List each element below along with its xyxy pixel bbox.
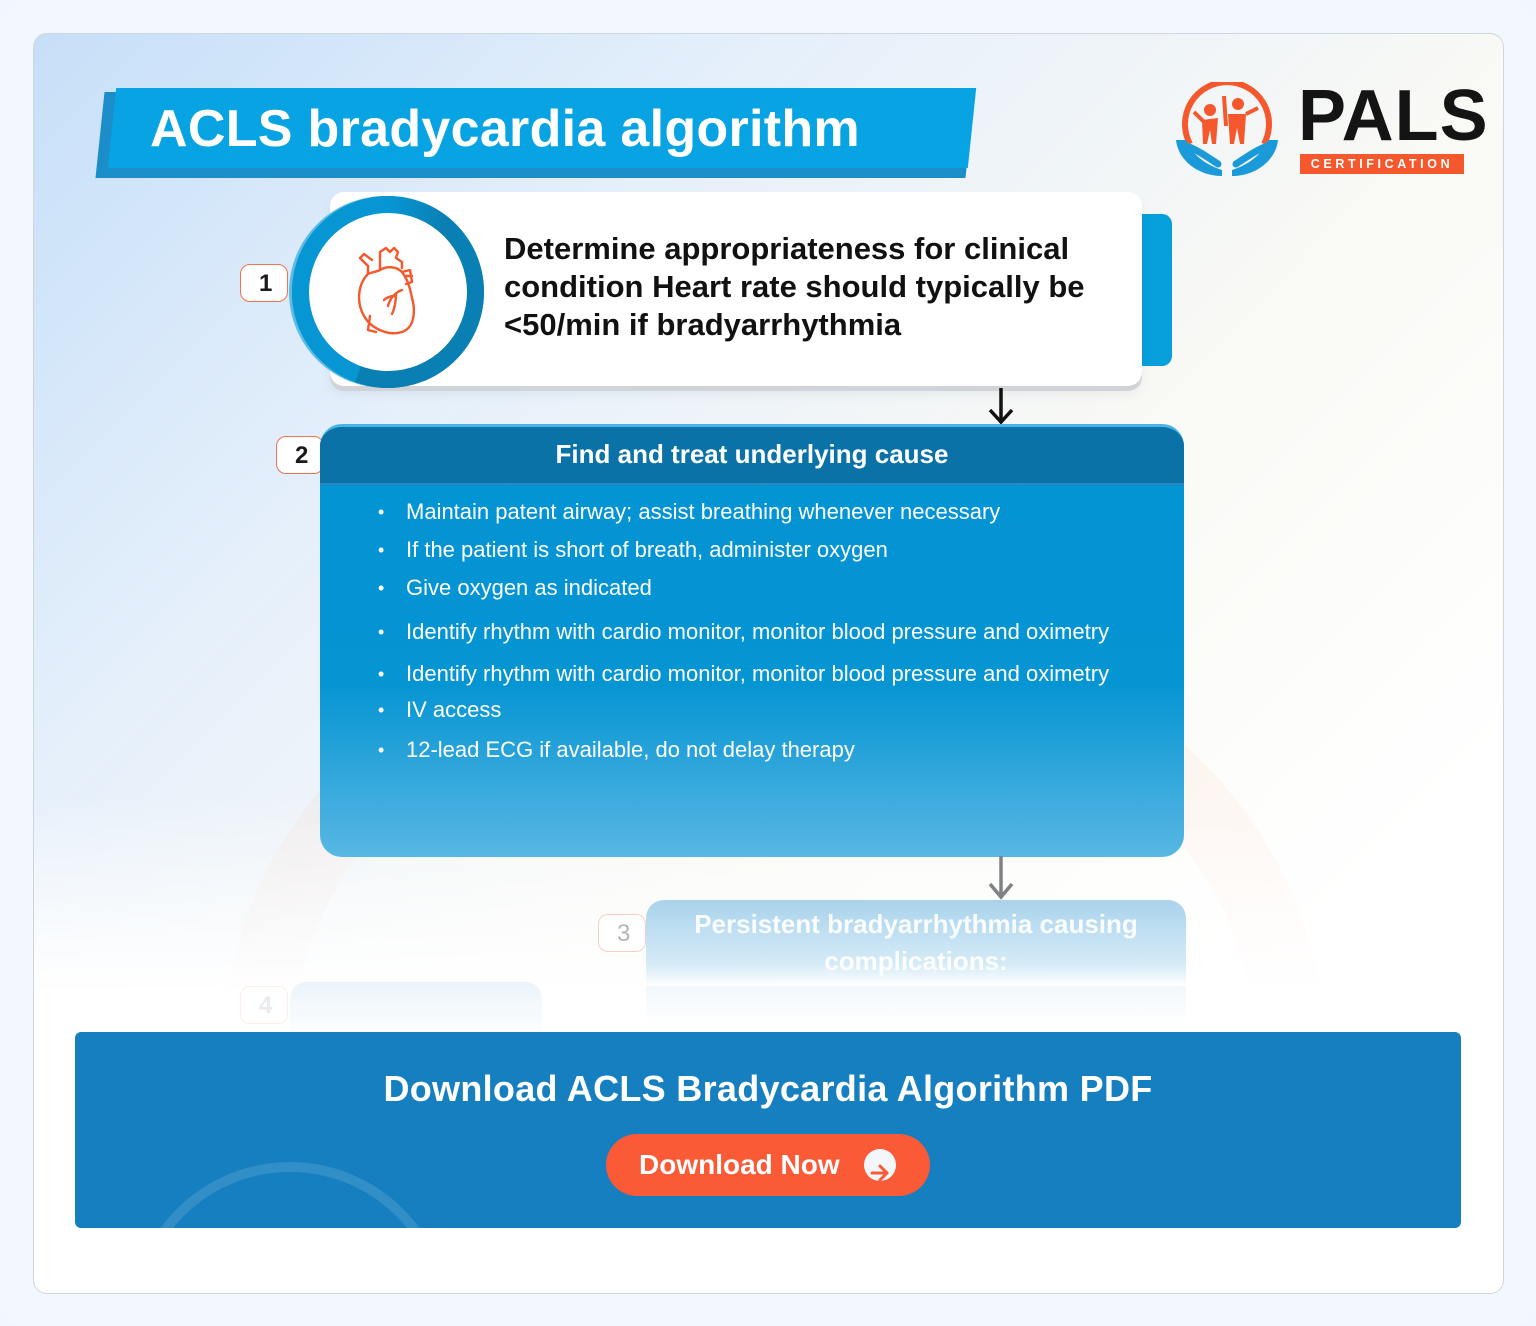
- step1-text: Determine appropriateness for clinical c…: [504, 231, 1085, 342]
- download-cta-panel: Download ACLS Bradycardia Algorithm PDF …: [75, 1032, 1461, 1228]
- step4-badge: 4: [240, 986, 288, 1024]
- pals-logo: PALS CERTIFICATION: [1172, 76, 1488, 182]
- page-title: ACLS bradycardia algorithm: [150, 100, 860, 158]
- step2-card: Find and treat underlying cause Maintain…: [320, 424, 1184, 857]
- step3-badge: 3: [598, 914, 646, 952]
- list-item: 12-lead ECG if available, do not delay t…: [378, 735, 1138, 765]
- arrow-down-icon: [988, 856, 1014, 900]
- list-item: Give oxygen as indicated: [378, 573, 1138, 603]
- list-item: IV access: [378, 695, 1138, 725]
- step1-badge: 1: [240, 264, 288, 302]
- hands-people-icon: [1176, 82, 1278, 176]
- list-item: Identify rhythm with cardio monitor, mon…: [378, 617, 1138, 647]
- logo-subtitle: CERTIFICATION: [1300, 154, 1464, 174]
- step2-badge: 2: [276, 436, 324, 474]
- list-item: Maintain patent airway; assist breathing…: [378, 497, 1138, 527]
- download-now-label: Download Now: [639, 1149, 840, 1180]
- step3-card: Persistent bradyarrhythmia causing compl…: [646, 900, 1186, 986]
- list-item: If the patient is short of breath, admin…: [378, 535, 1138, 565]
- step2-heading: Find and treat underlying cause: [320, 427, 1184, 485]
- list-item: Identify rhythm with cardio monitor, mon…: [378, 659, 1138, 689]
- cta-decoration: [130, 1162, 450, 1228]
- logo-wordmark: PALS: [1298, 76, 1489, 156]
- download-now-button[interactable]: Download Now: [606, 1134, 930, 1196]
- cta-title: Download ACLS Bradycardia Algorithm PDF: [383, 1068, 1153, 1109]
- step3-body: [646, 986, 1186, 1026]
- step2-bullet-list: Maintain patent airway; assist breathing…: [378, 497, 1138, 765]
- arrow-right-circle-icon: [864, 1149, 896, 1182]
- arrow-down-icon: [988, 388, 1014, 425]
- step1-side-tab: [1138, 214, 1172, 366]
- step1-icon-circle: [309, 213, 467, 371]
- heart-icon: [357, 246, 416, 335]
